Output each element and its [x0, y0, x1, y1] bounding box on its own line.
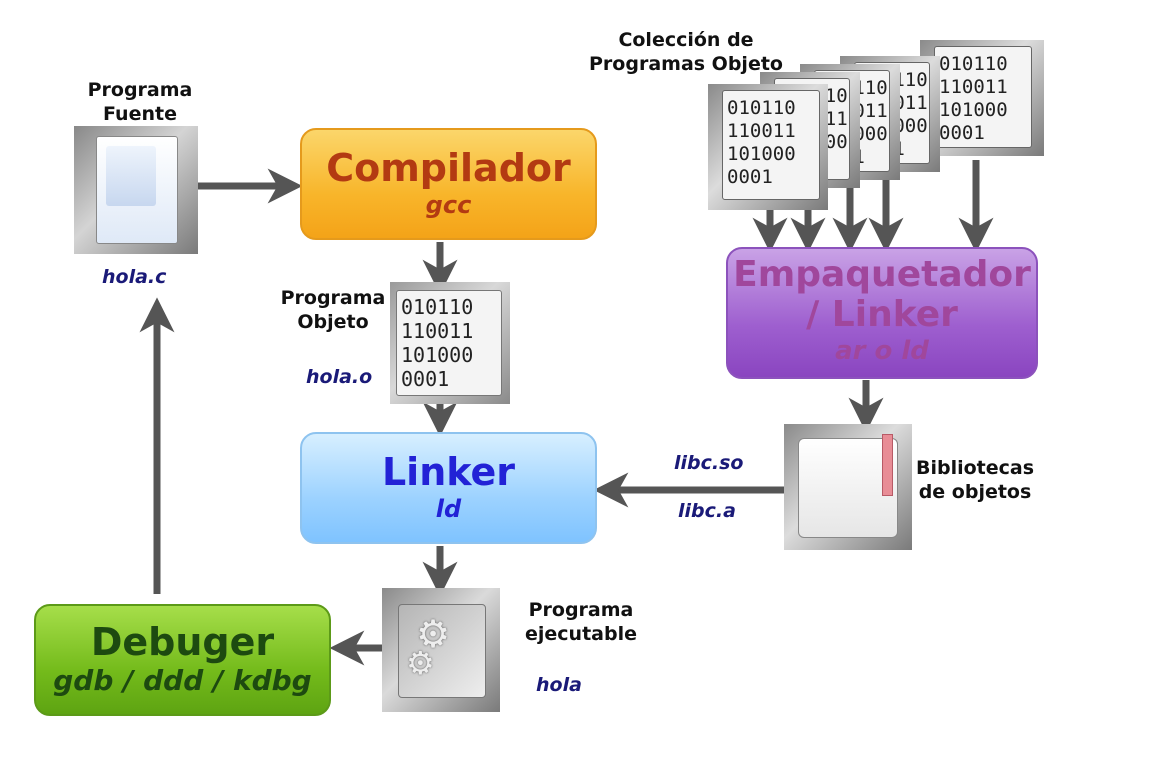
debugger-tool: gdb / ddd / kdbg: [53, 664, 312, 697]
libraries-label: Bibliotecas de objetos: [910, 456, 1040, 504]
object-label-line2: Objeto: [297, 311, 369, 333]
gear-icon: ⚙: [416, 612, 451, 656]
linker-tool: ld: [435, 495, 462, 523]
libraries-label-line2: de objetos: [918, 481, 1032, 503]
debugger-title: Debuger: [90, 620, 275, 664]
linker-box: Linker ld: [300, 432, 597, 544]
source-filename: hola.c: [102, 266, 167, 288]
executable-label-line1: Programa: [528, 599, 634, 621]
compiler-box: Compilador gcc: [300, 128, 597, 240]
object-file-icon: 010110 110011 101000 0001: [390, 282, 510, 404]
compiler-tool: gcc: [425, 191, 472, 219]
source-label-line1: Programa: [87, 79, 193, 101]
library-a-filename: libc.a: [678, 500, 736, 522]
object-label: Programa Objeto: [270, 286, 396, 334]
source-file-icon: [74, 126, 198, 254]
packager-box: Empaquetador / Linker ar o ld: [726, 247, 1038, 379]
library-so-filename: libc.so: [674, 452, 744, 474]
compiler-title: Compilador: [326, 146, 571, 190]
libraries-label-line1: Bibliotecas: [915, 457, 1035, 479]
object-file-stack-1: 010110 110011 101000 0001: [708, 84, 828, 210]
object-bits: 010110 110011 101000 0001: [401, 295, 474, 391]
debugger-box: Debuger gdb / ddd / kdbg: [34, 604, 331, 716]
source-label: Programa Fuente: [70, 78, 210, 126]
packager-tool: ar o ld: [835, 336, 929, 366]
collection-label: Colección de Programas Objeto: [586, 28, 786, 76]
collection-label-line1: Colección de: [618, 29, 754, 51]
linker-title: Linker: [381, 450, 516, 494]
library-folder-icon: [784, 424, 912, 550]
executable-label-line2: ejecutable: [525, 623, 637, 645]
object-label-line1: Programa: [280, 287, 386, 309]
gear-small-icon: ⚙: [406, 644, 435, 682]
object-filename: hola.o: [306, 366, 373, 388]
packager-title-line2: / Linker: [806, 294, 958, 335]
object-file-stack-5: 010110 110011 101000 0001: [920, 40, 1044, 156]
bookmark-icon: [882, 434, 893, 496]
collection-label-line2: Programas Objeto: [589, 53, 783, 75]
executable-filename: hola: [536, 674, 582, 696]
executable-file-icon: ⚙ ⚙: [382, 588, 500, 712]
packager-title-line1: Empaquetador: [733, 254, 1031, 295]
source-label-line2: Fuente: [103, 103, 177, 125]
executable-label: Programa ejecutable: [516, 598, 646, 646]
